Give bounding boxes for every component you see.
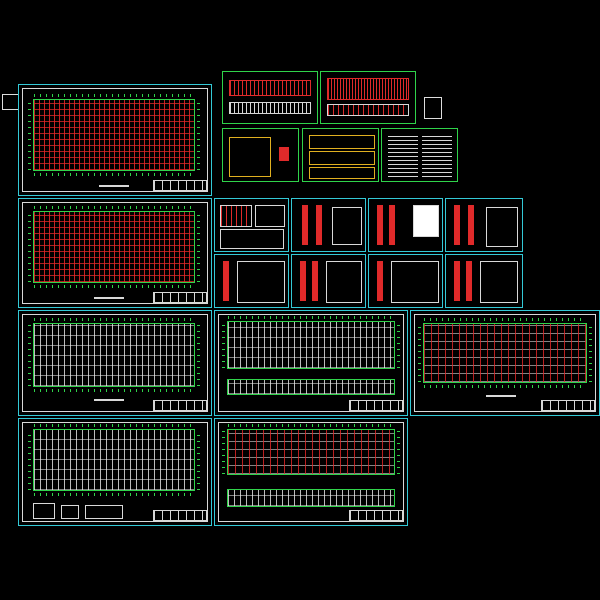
foundation-detail xyxy=(33,503,55,519)
floor-plan-grid xyxy=(222,424,400,475)
column-detail xyxy=(302,205,308,245)
foundation-detail xyxy=(61,505,79,519)
sheet-border xyxy=(218,314,404,412)
drawing-caption xyxy=(94,297,124,299)
elevation-drawing xyxy=(327,78,409,100)
stamp-box xyxy=(2,94,19,110)
sheet-elevation-b[interactable] xyxy=(320,71,416,124)
sheet-details-1[interactable] xyxy=(222,128,299,182)
section-detail xyxy=(413,205,439,237)
column-detail xyxy=(316,205,322,245)
sheet-border xyxy=(22,314,208,412)
sheet-elevation-a[interactable] xyxy=(222,71,318,124)
sheet-notes[interactable] xyxy=(381,128,458,182)
sheet-plan-4[interactable] xyxy=(214,310,408,416)
general-notes-text xyxy=(422,135,452,177)
legend-box xyxy=(424,97,442,119)
column-detail xyxy=(454,205,460,245)
sheet-plan-6[interactable] xyxy=(18,418,212,526)
truss-detail xyxy=(229,137,271,177)
beam-detail xyxy=(309,135,375,149)
detail-marker xyxy=(279,147,289,161)
sheet-plan-1[interactable] xyxy=(18,84,212,196)
title-block xyxy=(541,400,595,411)
elevation-strip xyxy=(227,489,395,507)
elevation-drawing xyxy=(229,80,311,96)
sheet-border xyxy=(22,88,208,192)
sheet-detail-e[interactable] xyxy=(214,254,289,308)
title-block xyxy=(153,400,207,411)
column-detail xyxy=(312,261,318,301)
floor-plan-grid xyxy=(28,94,200,176)
column-detail xyxy=(300,261,306,301)
sheet-detail-h[interactable] xyxy=(445,254,523,308)
section-detail xyxy=(255,205,285,227)
floor-plan-grid xyxy=(222,316,400,369)
sheet-details-2[interactable] xyxy=(302,128,379,182)
section-detail xyxy=(486,207,518,247)
elevation-drawing-lower xyxy=(327,104,409,116)
section-detail xyxy=(332,207,362,245)
sheet-plan-5[interactable] xyxy=(410,310,600,416)
sheet-detail-f[interactable] xyxy=(291,254,366,308)
sheet-border xyxy=(218,422,404,522)
sheet-plan-2[interactable] xyxy=(18,198,212,308)
title-block xyxy=(153,180,207,191)
drawing-caption xyxy=(94,399,124,401)
elevation-drawing-lower xyxy=(229,102,311,114)
elevation-strip xyxy=(227,379,395,395)
column-detail xyxy=(466,261,472,301)
beam-detail xyxy=(309,151,375,165)
sheet-detail-a[interactable] xyxy=(214,198,289,252)
section-detail xyxy=(391,261,439,303)
sheet-plan-3[interactable] xyxy=(18,310,212,416)
title-block xyxy=(349,510,403,521)
sheet-border xyxy=(22,422,208,522)
column-detail xyxy=(389,205,395,245)
title-block xyxy=(153,292,207,303)
floor-plan-grid xyxy=(28,424,200,496)
sheet-detail-b[interactable] xyxy=(291,198,366,252)
column-detail xyxy=(454,261,460,301)
section-detail xyxy=(220,229,284,249)
beam-detail xyxy=(309,167,375,179)
column-detail xyxy=(377,261,383,301)
floor-plan-grid xyxy=(28,318,200,392)
sheet-plan-7[interactable] xyxy=(214,418,408,526)
column-detail xyxy=(223,261,229,301)
title-block xyxy=(349,400,403,411)
section-detail xyxy=(480,261,518,303)
general-notes-text xyxy=(388,135,418,177)
section-detail xyxy=(220,205,252,227)
floor-plan-grid xyxy=(418,318,592,388)
drawing-caption xyxy=(486,395,516,397)
column-detail xyxy=(377,205,383,245)
sheet-border xyxy=(414,314,596,412)
sheet-detail-g[interactable] xyxy=(368,254,443,308)
drawing-caption xyxy=(99,185,129,187)
sheet-border xyxy=(22,202,208,304)
section-detail xyxy=(237,261,285,303)
foundation-detail xyxy=(85,505,123,519)
sheet-detail-d[interactable] xyxy=(445,198,523,252)
title-block xyxy=(153,510,207,521)
column-detail xyxy=(468,205,474,245)
floor-plan-grid xyxy=(28,206,200,288)
section-detail xyxy=(326,261,362,303)
sheet-detail-c[interactable] xyxy=(368,198,443,252)
